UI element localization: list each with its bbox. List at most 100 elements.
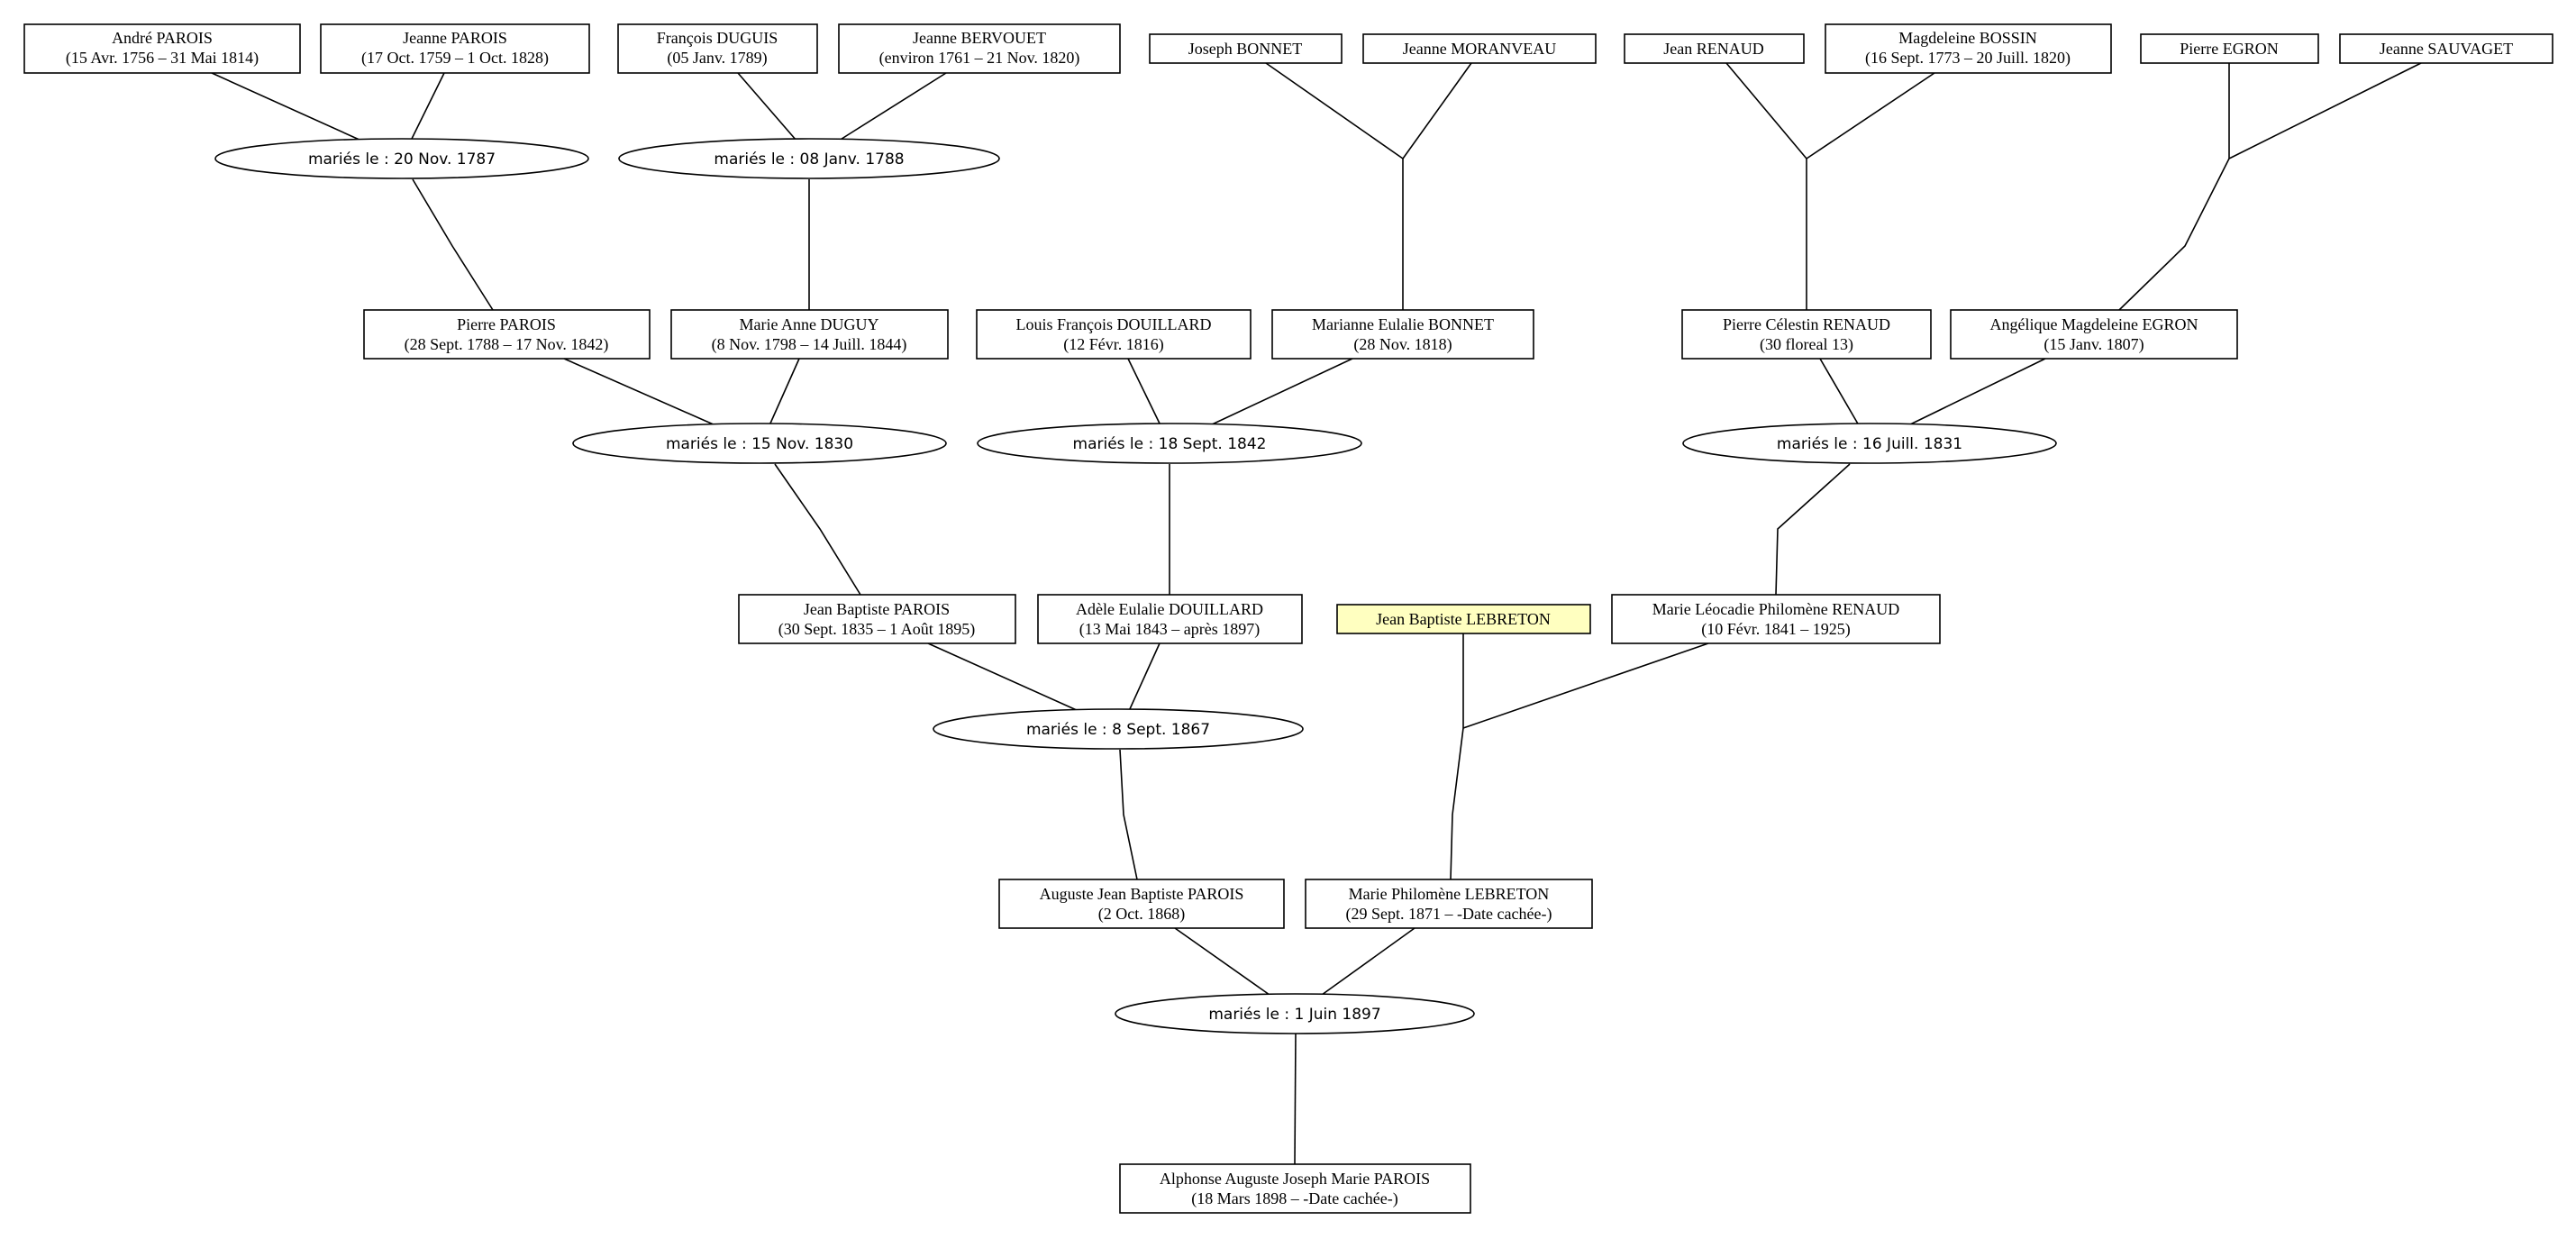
connector-line <box>927 642 1079 712</box>
person-name: Pierre EGRON <box>2180 40 2278 58</box>
connector-line <box>774 463 861 596</box>
person-box[interactable]: Louis François DOUILLARD (12 Févr. 1816) <box>976 309 1252 360</box>
marriage-node[interactable]: mariés le : 18 Sept. 1842 <box>977 423 1362 464</box>
connector-line <box>1127 358 1161 426</box>
person-dates: (28 Sept. 1788 – 17 Nov. 1842) <box>405 335 609 354</box>
person-name: Jean Baptiste PAROIS <box>804 600 950 618</box>
person-box[interactable]: André PAROIS (15 Avr. 1756 – 31 Mai 1814… <box>23 23 301 74</box>
person-name: Marianne Eulalie BONNET <box>1312 315 1494 333</box>
person-box[interactable]: François DUGUIS (05 Janv. 1789) <box>617 23 818 74</box>
connector-line <box>1174 927 1270 996</box>
person-box[interactable]: Jeanne PAROIS (17 Oct. 1759 – 1 Oct. 182… <box>320 23 590 74</box>
person-name: Jeanne MORANVEAU <box>1403 40 1556 58</box>
marriage-label: mariés le : 08 Janv. 1788 <box>714 150 904 169</box>
connector-line <box>737 72 797 141</box>
person-name: Pierre Célestin RENAUD <box>1723 315 1890 333</box>
person-dates: (environ 1761 – 21 Nov. 1820) <box>879 49 1080 68</box>
person-box[interactable]: Jeanne MORANVEAU <box>1362 33 1597 64</box>
connector-line <box>1907 358 2046 426</box>
person-name: Adèle Eulalie DOUILLARD <box>1076 600 1263 618</box>
person-name: Jeanne BERVOUET <box>913 29 1046 47</box>
person-dates: (17 Oct. 1759 – 1 Oct. 1828) <box>361 49 549 68</box>
marriage-node[interactable]: mariés le : 8 Sept. 1867 <box>933 708 1304 750</box>
person-name: Marie Léocadie Philomène RENAUD <box>1652 600 1899 618</box>
person-dates: (2 Oct. 1868) <box>1098 905 1185 924</box>
connector-line <box>1119 749 1138 880</box>
marriage-node[interactable]: mariés le : 20 Nov. 1787 <box>214 138 589 179</box>
connector-line <box>1725 62 1807 159</box>
person-dates: (13 Mai 1843 – après 1897) <box>1079 620 1260 639</box>
person-box[interactable]: Jean RENAUD <box>1624 33 1805 64</box>
person-dates: (15 Janv. 1807) <box>2044 335 2144 354</box>
person-box-highlighted[interactable]: Jean Baptiste LEBRETON <box>1336 604 1591 634</box>
marriage-nodes: mariés le : 20 Nov. 1787 mariés le : 08 … <box>214 138 2057 1034</box>
person-name: Angélique Magdeleine EGRON <box>1990 315 2198 333</box>
connector-line <box>1402 62 1472 159</box>
marriage-label: mariés le : 8 Sept. 1867 <box>1026 721 1210 739</box>
marriage-node[interactable]: mariés le : 08 Janv. 1788 <box>618 138 1000 179</box>
person-dates: (16 Sept. 1773 – 20 Juill. 1820) <box>1865 49 2071 68</box>
person-box[interactable]: Adèle Eulalie DOUILLARD (13 Mai 1843 – a… <box>1037 594 1303 644</box>
person-box[interactable]: Jean Baptiste PAROIS (30 Sept. 1835 – 1 … <box>738 594 1016 644</box>
person-name: Alphonse Auguste Joseph Marie PAROIS <box>1160 1170 1430 1188</box>
person-dates: (30 floreal 13) <box>1760 335 1853 354</box>
person-box[interactable]: Joseph BONNET <box>1149 33 1343 64</box>
marriage-node[interactable]: mariés le : 16 Juill. 1831 <box>1682 423 2057 464</box>
person-box[interactable]: Marie Léocadie Philomène RENAUD (10 Févr… <box>1611 594 1941 644</box>
person-box[interactable]: Marianne Eulalie BONNET (28 Nov. 1818) <box>1271 309 1534 360</box>
person-name: Joseph BONNET <box>1188 40 1303 58</box>
person-name: Marie Philomène LEBRETON <box>1349 885 1550 903</box>
person-dates: (28 Nov. 1818) <box>1353 335 1452 354</box>
person-box[interactable]: Pierre PAROIS (28 Sept. 1788 – 17 Nov. 1… <box>363 309 651 360</box>
marriage-node[interactable]: mariés le : 1 Juin 1897 <box>1115 993 1475 1034</box>
connector-line <box>1462 642 1709 729</box>
person-dates: (29 Sept. 1871 – -Date cachée-) <box>1346 905 1552 924</box>
person-box[interactable]: Marie Philomène LEBRETON (29 Sept. 1871 … <box>1305 879 1593 929</box>
marriage-label: mariés le : 15 Nov. 1830 <box>666 435 853 453</box>
person-name: Jeanne SAUVAGET <box>2380 40 2513 58</box>
person-name: Magdeleine BOSSIN <box>1898 29 2036 47</box>
person-dates: (12 Févr. 1816) <box>1063 335 1164 354</box>
person-box[interactable]: Jeanne BERVOUET (environ 1761 – 21 Nov. … <box>838 23 1121 74</box>
connector-line <box>410 72 445 141</box>
person-name: Louis François DOUILLARD <box>1016 315 1212 333</box>
connector-line <box>563 358 716 426</box>
person-dates: (10 Févr. 1841 – 1925) <box>1701 620 1851 639</box>
connector-line <box>1775 463 1851 596</box>
marriage-label: mariés le : 20 Nov. 1787 <box>308 150 496 169</box>
connector-line <box>1294 1033 1297 1165</box>
person-dates: (8 Nov. 1798 – 14 Juill. 1844) <box>712 335 907 354</box>
connector-line <box>412 178 494 311</box>
connector-line <box>1321 927 1415 996</box>
person-box[interactable]: Pierre EGRON <box>2140 33 2319 64</box>
connector-line <box>1265 62 1404 159</box>
person-box[interactable]: Marie Anne DUGUY (8 Nov. 1798 – 14 Juill… <box>670 309 949 360</box>
tree-connectors <box>211 62 2422 1165</box>
person-dates: (18 Mars 1898 – -Date cachée-) <box>1191 1189 1397 1208</box>
connector-line <box>211 72 362 141</box>
connector-line <box>769 358 800 426</box>
person-dates: (05 Janv. 1789) <box>667 49 767 68</box>
connector-line <box>1806 72 1935 159</box>
person-name: Marie Anne DUGUY <box>740 315 879 333</box>
person-nodes: André PAROIS (15 Avr. 1756 – 31 Mai 1814… <box>23 23 2553 1214</box>
person-box[interactable]: Auguste Jean Baptiste PAROIS (2 Oct. 186… <box>998 879 1285 929</box>
connector-line <box>838 72 947 141</box>
person-box[interactable]: Magdeleine BOSSIN (16 Sept. 1773 – 20 Ju… <box>1825 23 2112 74</box>
connector-line <box>1209 358 1353 426</box>
person-name: François DUGUIS <box>657 29 778 47</box>
person-name: André PAROIS <box>112 29 213 47</box>
person-box[interactable]: Alphonse Auguste Joseph Marie PAROIS (18… <box>1119 1163 1471 1214</box>
person-name: Auguste Jean Baptiste PAROIS <box>1040 885 1244 903</box>
marriage-node[interactable]: mariés le : 15 Nov. 1830 <box>572 423 947 464</box>
marriage-label: mariés le : 18 Sept. 1842 <box>1073 435 1267 453</box>
connector-line <box>2118 158 2230 311</box>
person-box[interactable]: Pierre Célestin RENAUD (30 floreal 13) <box>1681 309 1932 360</box>
person-name: Jean RENAUD <box>1663 40 1763 58</box>
person-name: Jeanne PAROIS <box>403 29 507 47</box>
person-box[interactable]: Jeanne SAUVAGET <box>2339 33 2553 64</box>
connector-line <box>1450 727 1464 880</box>
person-name: Jean Baptiste LEBRETON <box>1376 610 1551 628</box>
person-box[interactable]: Angélique Magdeleine EGRON (15 Janv. 180… <box>1950 309 2238 360</box>
